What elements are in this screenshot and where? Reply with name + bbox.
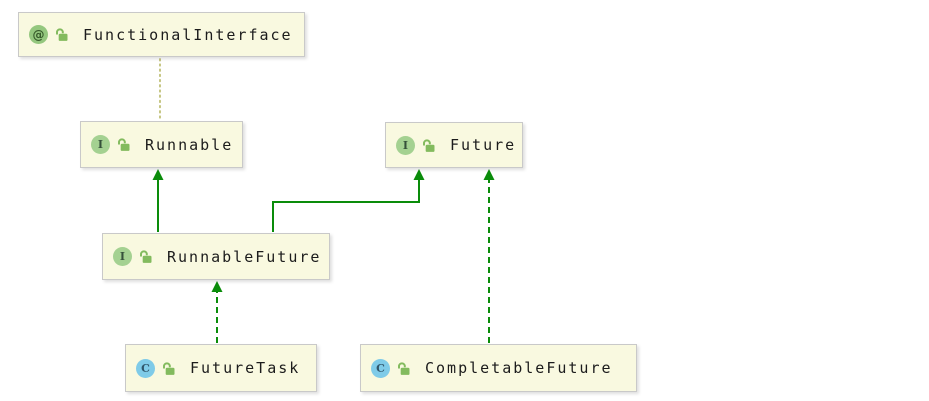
node-label: FutureTask: [190, 359, 301, 377]
class-icon: C: [371, 358, 390, 378]
node-runnable[interactable]: I Runnable: [80, 121, 243, 168]
public-lock-icon: [161, 361, 176, 376]
public-lock-icon: [396, 361, 411, 376]
interface-icon: I: [113, 247, 132, 266]
node-runnablefuture[interactable]: I RunnableFuture: [102, 233, 330, 280]
interface-icon: I: [396, 135, 415, 155]
node-label: Runnable: [145, 135, 234, 154]
edge-futuretask-implements-runnablefuture[interactable]: [211, 281, 223, 343]
node-label: FunctionalInterface: [83, 25, 293, 44]
public-lock-icon: [116, 137, 131, 152]
node-label: Future: [450, 136, 517, 154]
node-futuretask[interactable]: C FutureTask: [125, 344, 317, 392]
public-lock-icon: [138, 249, 153, 264]
node-future[interactable]: I Future: [385, 122, 523, 168]
node-label: CompletableFuture: [425, 359, 613, 377]
public-lock-icon: [421, 138, 436, 153]
edge-runnablefuture-extends-runnable[interactable]: [152, 169, 164, 232]
edge-completablefuture-implements-future[interactable]: [483, 169, 495, 343]
public-lock-icon: [54, 27, 69, 42]
node-completablefuture[interactable]: C CompletableFuture: [360, 344, 637, 392]
node-label: RunnableFuture: [167, 247, 322, 266]
node-functionalinterface[interactable]: @ FunctionalInterface: [18, 12, 305, 57]
annotation-icon: @: [29, 25, 48, 44]
edge-runnablefuture-extends-future[interactable]: [272, 169, 425, 232]
interface-icon: I: [91, 135, 110, 154]
class-icon: C: [136, 358, 155, 378]
